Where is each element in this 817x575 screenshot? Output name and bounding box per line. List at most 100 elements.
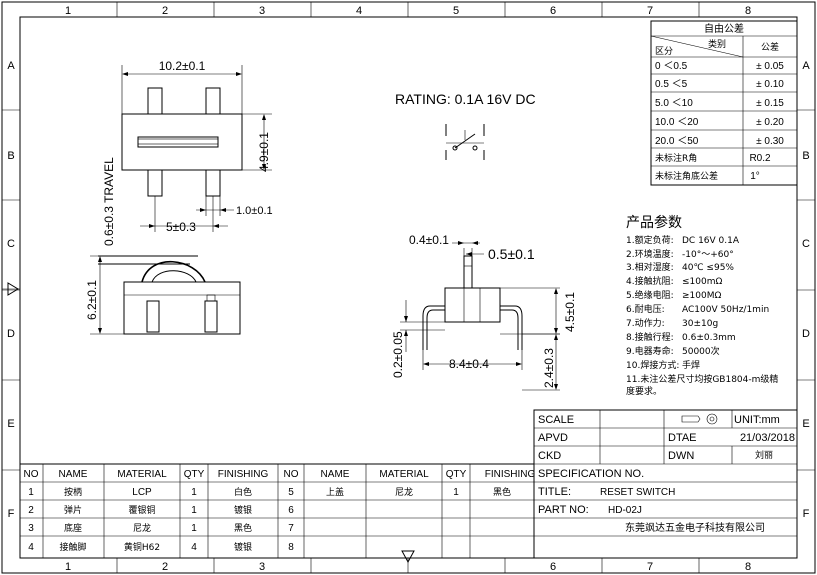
col-label-2: 2 (162, 5, 168, 17)
bom-header-name-left: NAME (59, 469, 88, 480)
bom-header-qty-left: QTY (184, 469, 205, 480)
dim-base-width: 8.4±0.4 (449, 357, 489, 371)
param-key-4: 4.接触抗阻: (626, 275, 674, 287)
tol-range-1: 0.5 ＜5 (655, 79, 688, 90)
bom-no: 2 (28, 505, 34, 516)
company-name: 东莞飒达五金电子科技有限公司 (625, 521, 765, 534)
tolerance-header-tol: 公差 (761, 41, 779, 53)
bom-material: 尼龙 (133, 522, 151, 534)
projection-symbol (681, 415, 701, 423)
bom-header-material-right: MATERIAL (379, 469, 429, 480)
title-value: RESET SWITCH (600, 487, 675, 498)
param-note-1: 11.未注公差尺寸均按GB1804-m级精 (626, 373, 778, 385)
dim-pin-length: 2.4±0.3 (542, 348, 556, 388)
row-markers: A B C D E F A B C D E F (2, 60, 815, 520)
tolerance-table: 自由公差 类别 区分 公差 0 ＜0.5 ± 0.05 0.5 ＜5 ± 0.1… (650, 20, 798, 186)
dim-pitch: 5±0.3 (166, 220, 196, 234)
bom-no: 7 (288, 523, 294, 534)
params-title: 产品参数 (626, 214, 682, 231)
bom-qty: 1 (191, 505, 197, 516)
row-label-e: E (7, 418, 14, 430)
param-key-10: 10.焊接方式: (626, 359, 679, 371)
col-label-3: 3 (259, 5, 265, 17)
param-val-2: -10°～+60° (682, 250, 734, 260)
ckd-label: CKD (538, 450, 561, 462)
bom-qty: 4 (191, 542, 197, 553)
bom-no: 8 (288, 542, 294, 553)
dim-pin-width: 1.0±0.1 (236, 205, 273, 217)
param-val-1: DC 16V 0.1A (682, 236, 740, 246)
param-val-9: 50000次 (682, 345, 720, 357)
row-label-b: B (7, 150, 14, 162)
tol-value-1: ± 0.10 (756, 79, 784, 90)
dwn-label: DWN (668, 450, 694, 462)
col-label-4: 4 (356, 5, 362, 17)
param-val-8: 0.6±0.3mm (682, 333, 736, 343)
bom-name: 接触脚 (59, 541, 86, 553)
tol-range-0: 0 ＜0.5 (655, 61, 688, 72)
title-label: TITLE: (538, 486, 571, 498)
bom-no: 6 (288, 505, 294, 516)
row-label-d-right: D (802, 328, 810, 340)
date-label: DTAE (668, 432, 697, 444)
top-pin-4 (205, 169, 221, 197)
side-view-body (123, 281, 241, 335)
top-view: 10.2±0.1 4.9±0.1 5±0.3 1.0±0.1 0.6±0.3 T… (102, 59, 273, 246)
front-pin-left (422, 305, 445, 350)
bom-name: 弹片 (64, 504, 82, 516)
param-key-5: 5.绝缘电阻: (626, 289, 674, 301)
col-label-7: 7 (647, 5, 653, 17)
tolerance-header-category: 类别 (708, 38, 726, 50)
product-parameters: 产品参数 1.额定负荷: DC 16V 0.1A 2.环境温度: -10°～+6… (626, 214, 778, 397)
tol-range-4: 20.0 ＜50 (655, 136, 699, 147)
dim-width: 10.2±0.1 (159, 59, 206, 73)
bom-no: 5 (288, 487, 294, 498)
row-label-b-right: B (802, 150, 809, 162)
front-view: 0.4±0.1 0.5±0.1 4.5±0.1 0.2±0.05 8.4±0.4… (391, 233, 577, 391)
bom-qty: 1 (453, 487, 459, 498)
bom-no: 4 (28, 542, 34, 553)
bom-row-2: 2 弹片 覆银铜 1 镀银 6 (28, 504, 294, 516)
bom-header-finishing-right: FINISHING (485, 469, 536, 480)
bom-material: 黄铜H62 (124, 541, 160, 553)
tol-value-5: R0.2 (749, 153, 771, 164)
dwn-value: 刘丽 (755, 449, 773, 461)
param-val-10: 手焊 (682, 359, 700, 371)
tol-range-2: 5.0 ＜10 (655, 98, 693, 109)
top-pin-1 (147, 87, 163, 115)
dim-side-height: 6.2±0.1 (85, 280, 99, 320)
col-label-5: 5 (453, 5, 459, 17)
top-view-slot-inner (137, 138, 219, 145)
param-key-2: 2.环境温度: (626, 248, 674, 260)
dim-height: 4.9±0.1 (257, 132, 271, 172)
dim-gap: 0.2±0.05 (391, 331, 405, 378)
param-key-3: 3.相对湿度: (626, 261, 674, 273)
side-actuator (141, 260, 206, 283)
bom-finishing: 镀银 (234, 504, 252, 516)
bom-qty: 1 (191, 523, 197, 534)
bom-name: 按柄 (64, 486, 82, 498)
top-pin-2 (205, 87, 221, 115)
tol-value-2: ± 0.15 (756, 98, 784, 109)
param-key-7: 7.动作力: (626, 317, 665, 329)
projection-circle-icon (706, 413, 718, 425)
bom-name: 上盖 (326, 486, 344, 498)
param-key-9: 9.电器寿命: (626, 345, 674, 357)
apvd-label: APVD (538, 432, 568, 444)
param-val-6: AC100V 50Hz/1min (682, 305, 769, 315)
col-label-6-bottom: 6 (550, 561, 556, 573)
center-mark-bottom (401, 550, 415, 564)
bill-of-materials: NO NAME MATERIAL QTY FINISHING NO NAME M… (19, 463, 536, 559)
param-val-5: ≥100MΩ (682, 291, 721, 301)
row-label-f-right: F (803, 508, 810, 520)
dim-body-height: 4.5±0.1 (563, 292, 577, 332)
dim-actuator-width-2: 0.5±0.1 (488, 246, 535, 262)
param-note-2: 度要求。 (626, 385, 662, 397)
bom-row-1: 1 按柄 LCP 1 白色 5 上盖 尼龙 1 黑色 (28, 486, 511, 498)
col-label-2-bottom: 2 (162, 561, 168, 573)
param-val-4: ≤100mΩ (682, 277, 722, 287)
tol-value-6: 1° (750, 171, 760, 182)
side-pin-2 (204, 300, 218, 333)
